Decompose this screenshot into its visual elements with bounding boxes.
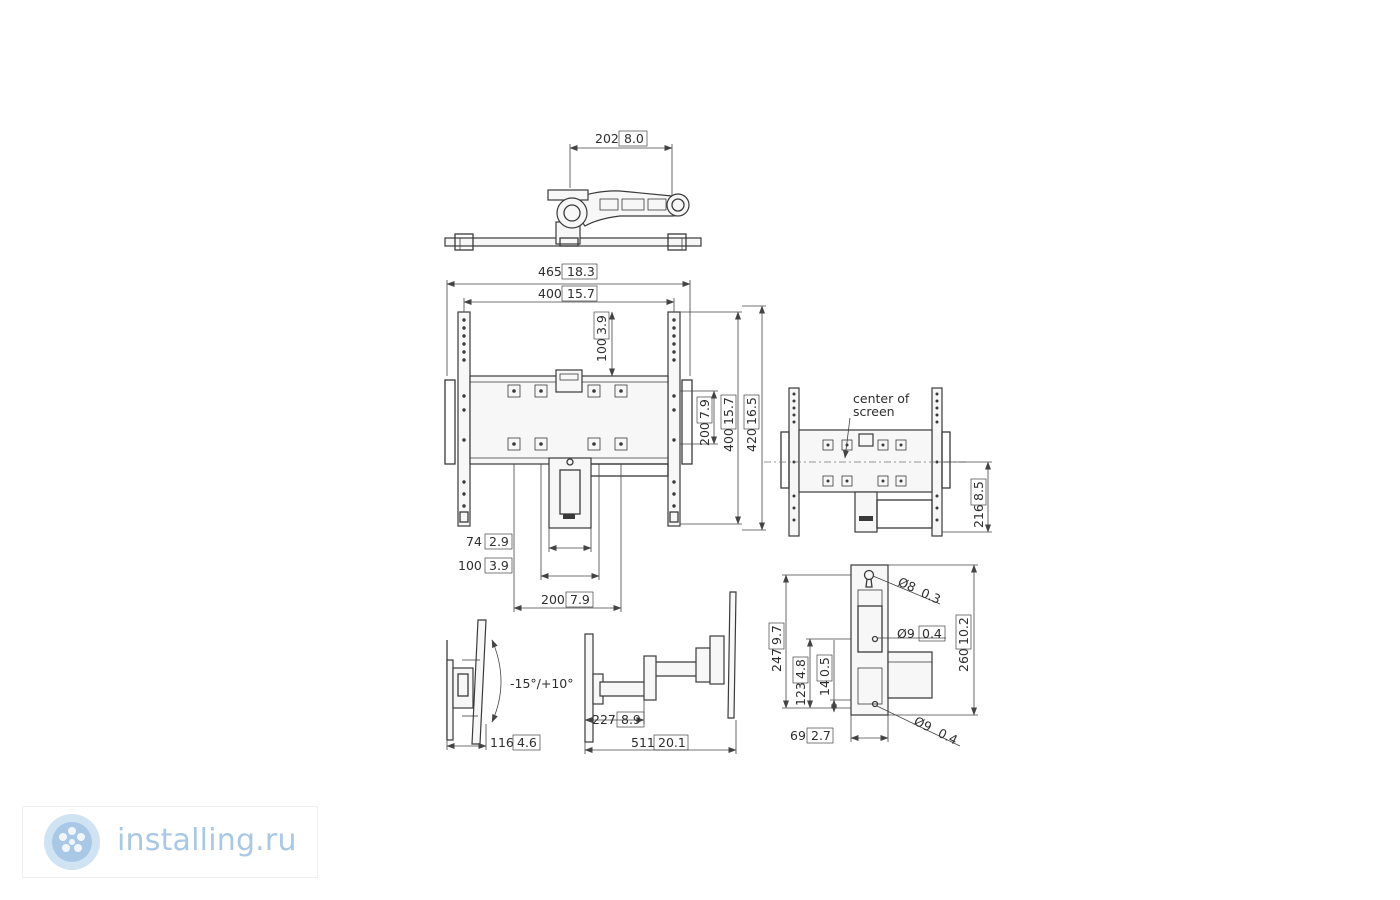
dim-d9a-in: 0.4: [922, 626, 942, 641]
dim-200-h-mm: 200: [541, 592, 565, 607]
front-view: 465 18.3 400 15.7 100 3.9 200 7.9 4: [444, 263, 766, 612]
dim-200-v-in: 7.9: [697, 399, 712, 419]
dim-123-in: 4.8: [793, 659, 808, 679]
dim-200-v-mm: 200: [697, 422, 712, 446]
top-view: 202 8.0: [444, 130, 702, 251]
dim-d9a-mm: Ø9: [897, 626, 915, 641]
wall-plate-view: Ø8 0.3 Ø9 0.4 Ø9 0.4 260 10.2 247 9.7: [768, 564, 978, 747]
dim-116-in: 4.6: [517, 735, 537, 750]
dim-74-mm: 74: [466, 534, 482, 549]
center-view: center of screen 216 8.5: [764, 387, 992, 537]
dim-116-mm: 116: [490, 735, 514, 750]
dim-100-h-mm: 100: [458, 558, 482, 573]
dim-420-v-mm: 420: [744, 428, 759, 452]
dim-511-in: 20.1: [658, 735, 686, 750]
center-of-screen-label-2: screen: [853, 404, 895, 419]
dim-69-in: 2.7: [811, 728, 831, 743]
tilt-side-view: -15°/+10° 116 4.6: [446, 619, 574, 751]
dim-202-mm: 202: [595, 131, 619, 146]
dim-74-in: 2.9: [489, 534, 509, 549]
dim-400-h-in: 15.7: [567, 286, 595, 301]
dim-216-in: 8.5: [971, 481, 986, 501]
dim-247-in: 9.7: [769, 625, 784, 645]
dim-100-v-in: 3.9: [594, 315, 609, 335]
dim-69-mm: 69: [790, 728, 806, 743]
dim-200-h-in: 7.9: [570, 592, 590, 607]
dim-400-h-mm: 400: [538, 286, 562, 301]
dim-227-mm: 227: [592, 712, 616, 727]
dim-511-mm: 511: [631, 735, 655, 750]
watermark: installing.ru: [22, 806, 318, 878]
dim-227-in: 8.9: [621, 712, 641, 727]
flower-logo-icon: [44, 814, 100, 870]
dim-123-mm: 123: [793, 682, 808, 706]
dim-202-in: 8.0: [624, 131, 644, 146]
arm-side-view: 227 8.9 511 20.1: [584, 591, 737, 754]
watermark-text: installing.ru: [117, 823, 297, 858]
dim-400-v-mm: 400: [721, 428, 736, 452]
dim-14-mm: 14: [817, 680, 832, 696]
dim-d9b-mm: Ø9: [912, 713, 935, 734]
dim-420-v-in: 16.5: [744, 397, 759, 425]
dim-465-in: 18.3: [567, 264, 595, 279]
dim-100-v-mm: 100: [594, 338, 609, 362]
dim-216-mm: 216: [971, 504, 986, 528]
dim-400-v-in: 15.7: [721, 397, 736, 425]
dim-260-mm: 260: [956, 648, 971, 672]
dim-d8-mm: Ø8: [896, 574, 918, 595]
dim-465-mm: 465: [538, 264, 562, 279]
dim-247-mm: 247: [769, 648, 784, 672]
dim-14-in: 0.5: [817, 657, 832, 677]
dim-260-in: 10.2: [956, 617, 971, 645]
dim-d8-in: 0.3: [919, 585, 943, 607]
center-of-screen-label-1: center of: [853, 391, 910, 406]
dim-100-h-in: 3.9: [489, 558, 509, 573]
tilt-range-label: -15°/+10°: [510, 676, 574, 691]
